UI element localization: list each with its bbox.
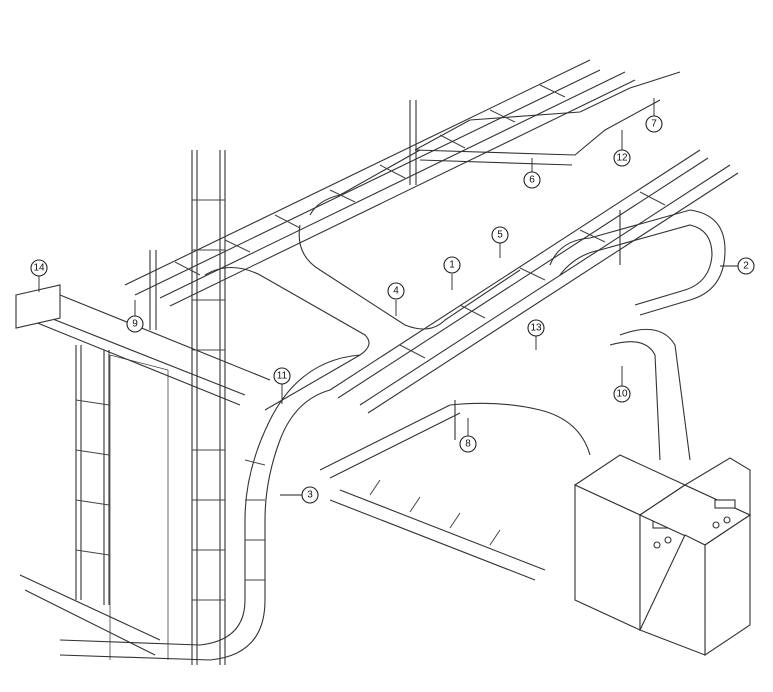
main-ladder-tray: [329, 149, 739, 414]
wall-panel: [109, 354, 169, 660]
callout-11: 11: [273, 367, 291, 404]
callout-label: 3: [307, 490, 313, 501]
lower-left-branch-tray: [319, 402, 591, 581]
callout-6: 6: [523, 158, 541, 189]
callout-label: 14: [33, 263, 45, 274]
callout-14: 14: [30, 259, 48, 292]
tray-rungs: [75, 84, 666, 601]
callout-9: 9: [126, 300, 144, 333]
callout-label: 11: [277, 371, 288, 382]
upper-right-reducer-tray: [414, 71, 681, 166]
callout-label: 10: [616, 389, 628, 400]
callout-3: 3: [280, 486, 319, 504]
vertical-drop-to-cabinet: [609, 328, 691, 461]
callout-label: 6: [529, 175, 535, 186]
callout-label: 7: [651, 119, 657, 130]
cross-tray-loop: [204, 149, 521, 411]
upper-ladder-tray: [124, 59, 636, 307]
callout-5: 5: [491, 226, 509, 258]
vertical-ladder-left: [75, 345, 110, 605]
wall-plate: [15, 284, 61, 329]
callout-7: 7: [645, 98, 663, 133]
callout-10: 10: [613, 366, 631, 403]
callout-12: 12: [613, 130, 631, 167]
callout-label: 4: [393, 286, 399, 297]
callout-label: 8: [465, 439, 471, 450]
left-entry-tray: [19, 294, 271, 656]
support-hangers: [149, 100, 621, 440]
callout-13: 13: [527, 319, 545, 350]
callout-4: 4: [387, 282, 405, 316]
callout-label: 2: [743, 261, 749, 272]
callout-label: 5: [497, 230, 503, 241]
callout-label: 12: [616, 153, 628, 164]
callout-1: 1: [443, 256, 461, 290]
callout-label: 13: [530, 323, 542, 334]
vertical-ladder-center: [191, 150, 226, 665]
callout-2: 2: [720, 257, 755, 275]
vertical-down-bend: [59, 354, 361, 661]
callout-8: 8: [459, 418, 477, 453]
right-elbow-loop: [549, 209, 726, 316]
callout-label: 1: [449, 260, 455, 271]
electrical-cabinet-right: [638, 457, 752, 657]
callout-label: 9: [132, 319, 138, 330]
